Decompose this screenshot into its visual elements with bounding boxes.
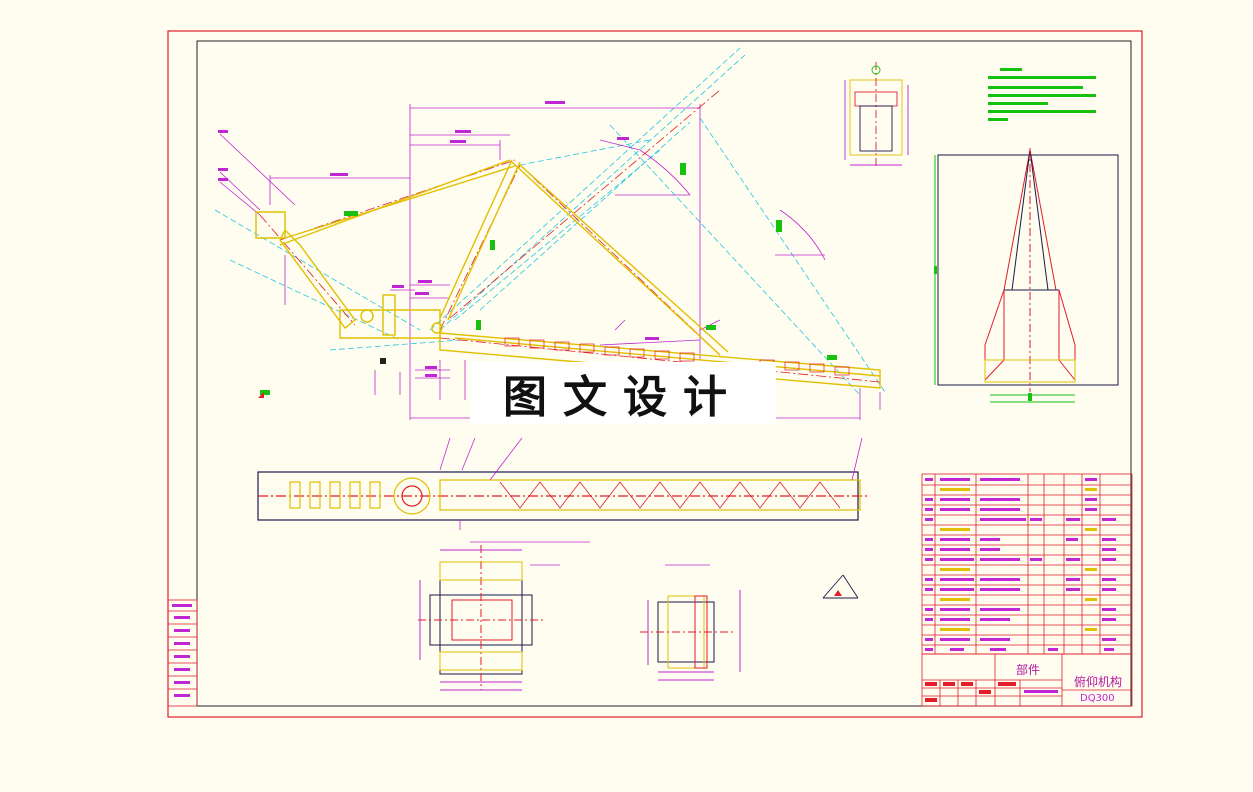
title-block (921, 653, 1133, 707)
inner-sheet-border (196, 40, 1132, 707)
parts-list-text (925, 478, 1116, 651)
title-part-label: 部件 (1016, 663, 1041, 677)
watermark-banner: 图文设计 (470, 362, 776, 424)
parts-list-table (921, 473, 1133, 655)
technical-notes (988, 68, 1096, 121)
head-section-view (844, 62, 909, 168)
title-drawing-code: DQ300 (1080, 693, 1115, 704)
title-mechanism-name: 俯仰机构 (1074, 675, 1123, 689)
outer-sheet-border (167, 30, 1143, 718)
side-elevation-view (934, 148, 1119, 403)
section-view-b (640, 564, 741, 681)
revision-strip (167, 599, 198, 707)
section-view-a (418, 541, 590, 691)
north-arrow-icon (822, 574, 859, 599)
plan-view (257, 437, 870, 530)
